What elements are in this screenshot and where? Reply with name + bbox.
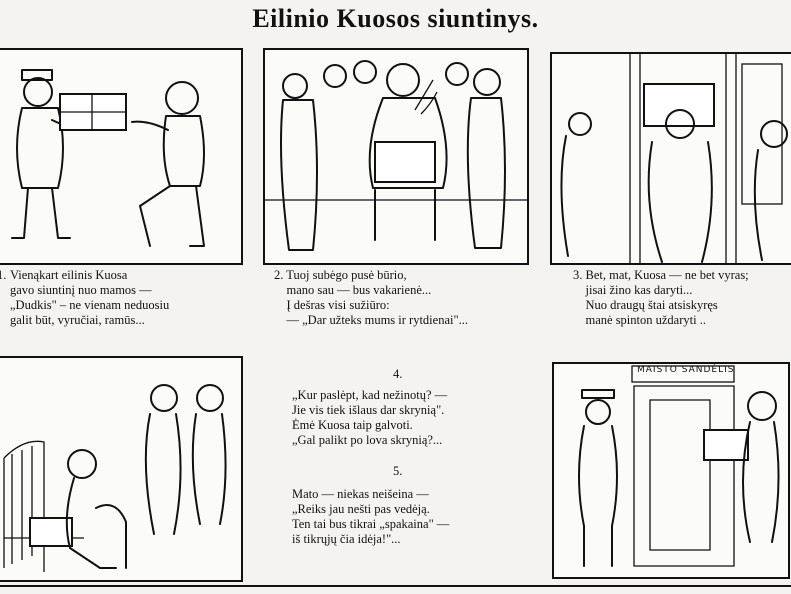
panel-4-illustration	[0, 356, 243, 582]
comic-title: Eilinio Kuosos siuntinys.	[252, 4, 539, 33]
parcel	[703, 429, 749, 461]
verse-4-number: 4.	[393, 367, 403, 381]
parcel-in-cupboard	[643, 83, 715, 127]
bed-frame	[3, 440, 84, 572]
bottom-rule	[0, 585, 791, 587]
caption-1: Vienąkart eilinis Kuosa gavo siuntinį nu…	[10, 268, 170, 327]
verse-5-number: 5.	[393, 464, 403, 478]
storehouse-sign-frame	[631, 365, 735, 383]
storehouse-sign: MAISTO SANDĖLIS	[637, 365, 735, 375]
soldier-figures	[578, 389, 780, 567]
cupboard-door	[741, 63, 783, 205]
soldier-figures	[65, 384, 227, 569]
crowd-of-soldiers	[280, 60, 506, 251]
caption-2: 2. Tuoj subėgo pusė būrio, mano sau — bu…	[274, 268, 468, 327]
caption-1-number: 1.	[0, 268, 7, 282]
caption-3: 3. Bet, mat, Kuosa — ne bet vyras; jisai…	[573, 268, 749, 327]
verse-4: „Kur paslėpt, kad nežinotų? — Jie vis ti…	[292, 388, 448, 447]
panel-3-illustration	[550, 52, 791, 265]
open-parcel	[374, 141, 436, 183]
panel-6-illustration	[552, 362, 790, 579]
soldier-figures	[560, 109, 788, 263]
chest-under-bed	[29, 517, 73, 547]
panel-1-illustration	[0, 48, 243, 265]
panel-2-illustration	[263, 48, 529, 265]
soldier-figure-right	[131, 81, 205, 247]
verse-5: Mato — niekas neišeina — „Reiks jau nešt…	[292, 487, 450, 546]
